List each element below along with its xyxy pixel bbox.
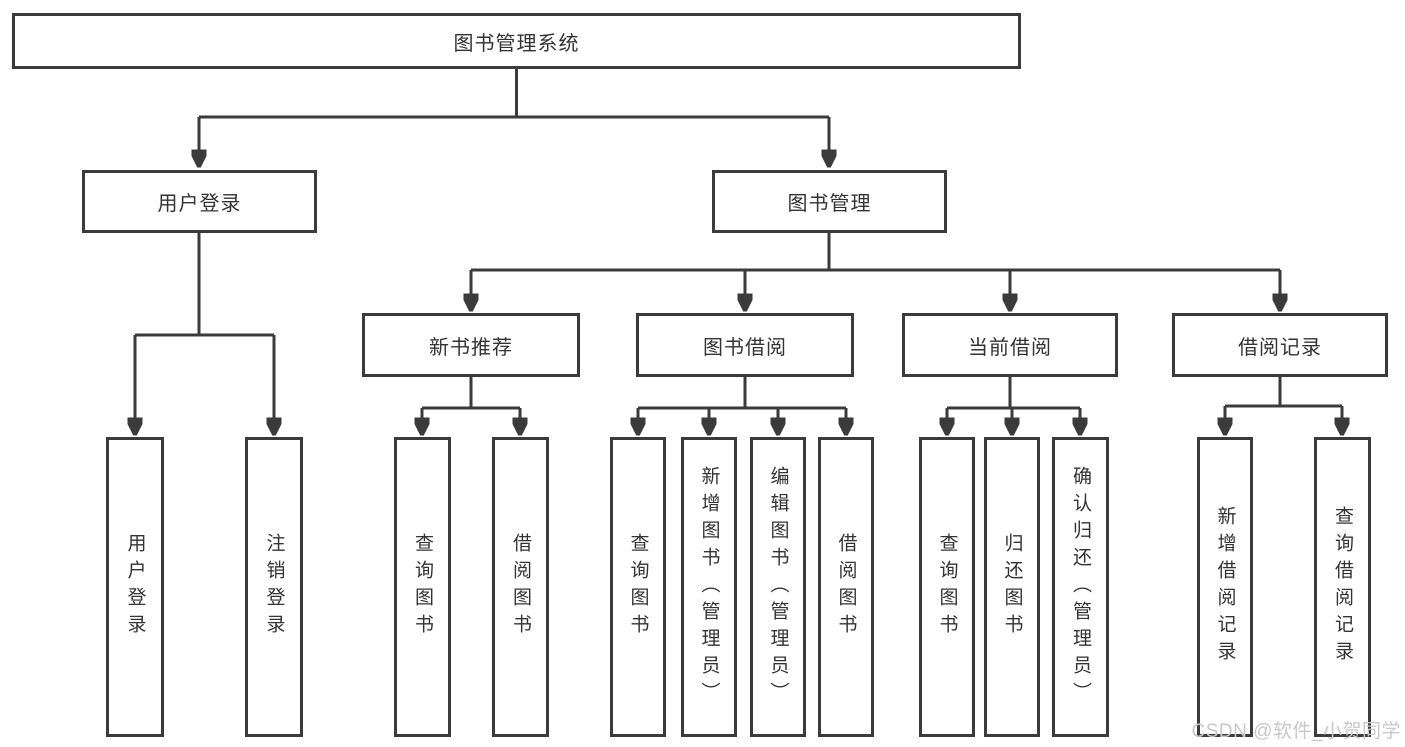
node-label: 新书推荐 (429, 336, 513, 359)
connector-root-to-level2 (199, 69, 829, 163)
csdn-watermark: CSDN @软件_小贺同学 (1191, 721, 1401, 742)
node-label: 确认归还（管理员） (1070, 465, 1091, 709)
node-label: 编辑图书（管理员） (767, 465, 789, 709)
leaf-confirm-return-admin: 确认归还（管理员） (1052, 437, 1109, 737)
connector-current-to-leaves (947, 377, 1080, 431)
node-borrowing-records: 借阅记录 (1172, 313, 1388, 377)
leaf-edit-books-admin: 编辑图书（管理员） (750, 437, 806, 737)
leaf-query-books-current: 查询图书 (919, 437, 975, 737)
node-current-borrowing: 当前借阅 (902, 313, 1118, 377)
node-label: 用户登录 (157, 193, 242, 215)
connector-mgmt-to-level3 (471, 233, 1280, 307)
node-user-login-module: 用户登录 (82, 170, 317, 233)
node-label: 图书管理 (787, 193, 872, 215)
node-label: 借阅记录 (1238, 336, 1322, 359)
node-label: 借阅图书 (835, 533, 857, 641)
leaf-logout: 注销登录 (245, 437, 303, 737)
node-label: 注销登录 (263, 533, 285, 641)
node-label: 图书借阅 (703, 336, 787, 359)
node-label: 查询借阅记录 (1332, 506, 1353, 668)
leaf-borrow-books: 借阅图书 (818, 437, 874, 737)
connector-login-to-leaves (135, 233, 274, 431)
connector-records-to-leaves (1225, 377, 1342, 431)
node-label: 用户登录 (124, 533, 146, 641)
leaf-user-login: 用户登录 (106, 437, 164, 737)
node-label: 新增图书（管理员） (698, 465, 720, 709)
node-label: 借阅图书 (510, 533, 531, 641)
leaf-query-books-recommend: 查询图书 (394, 437, 451, 737)
node-label: 查询图书 (627, 533, 649, 641)
node-label: 归还图书 (1001, 533, 1023, 641)
node-library-management-system: 图书管理系统 (12, 13, 1021, 69)
node-label: 查询图书 (412, 533, 433, 641)
node-label: 新增借阅记录 (1214, 506, 1236, 668)
node-book-management-module: 图书管理 (712, 170, 947, 233)
leaf-add-books-admin: 新增图书（管理员） (681, 437, 737, 737)
node-new-book-recommendation: 新书推荐 (362, 313, 580, 377)
leaf-query-borrow-record: 查询借阅记录 (1314, 437, 1371, 737)
node-label: 查询图书 (936, 533, 958, 641)
connector-newbook-to-leaves (422, 377, 520, 431)
leaf-query-books-borrowing: 查询图书 (610, 437, 666, 737)
node-label: 图书管理系统 (453, 32, 580, 55)
connector-borrowmod-to-leaves (638, 377, 846, 431)
leaf-return-books: 归还图书 (984, 437, 1040, 737)
leaf-add-borrow-record: 新增借阅记录 (1197, 437, 1253, 737)
leaf-borrow-books-recommend: 借阅图书 (492, 437, 549, 737)
node-book-borrowing: 图书借阅 (636, 313, 854, 377)
node-label: 当前借阅 (968, 336, 1052, 359)
